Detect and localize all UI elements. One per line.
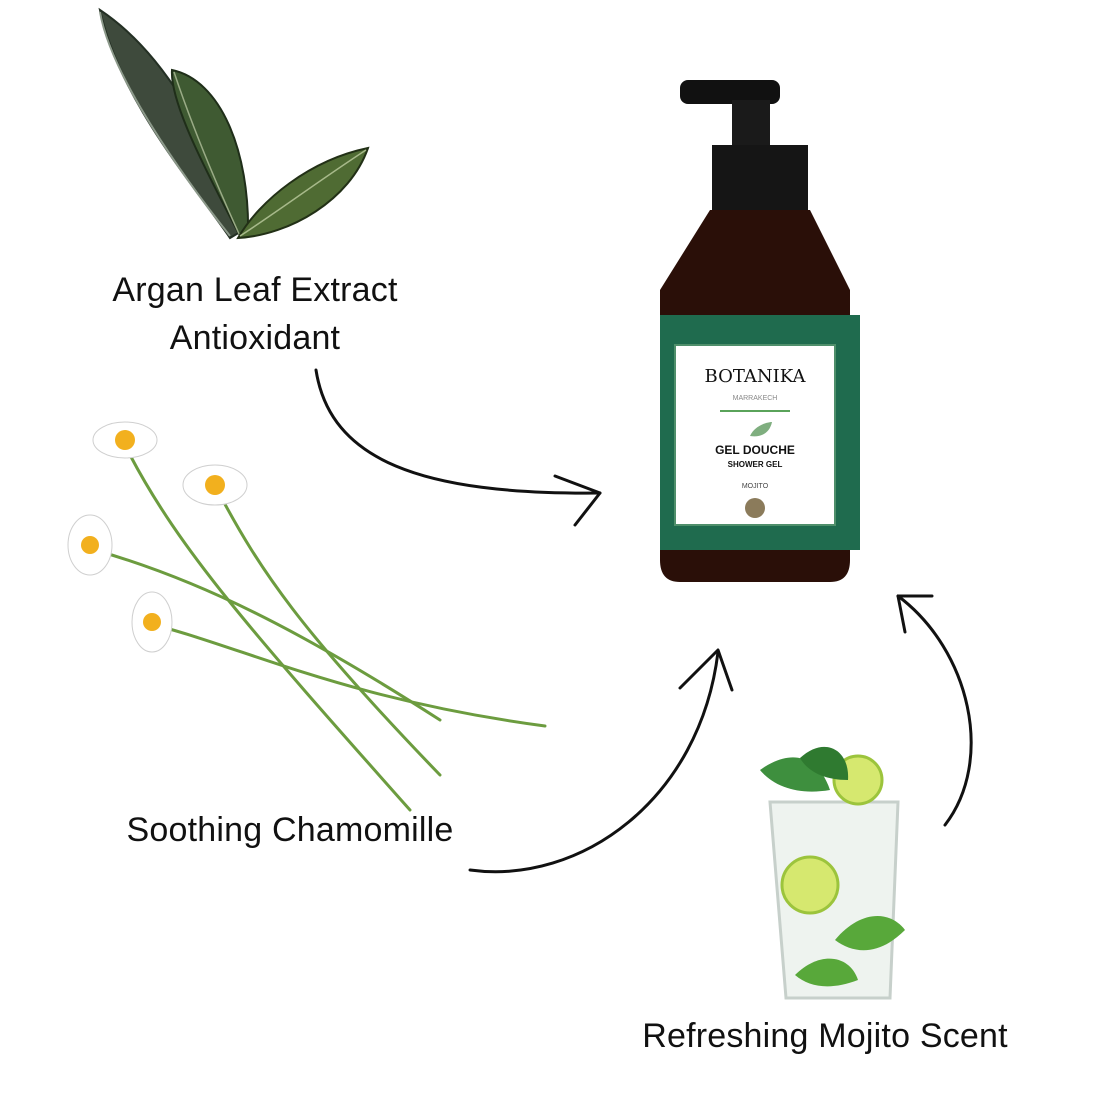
arrow-icon: [468, 650, 720, 874]
arrow-icon: [314, 368, 602, 495]
chamomile-flower-icon: [67, 421, 547, 812]
mojito-glass-icon: [760, 746, 905, 1000]
brand-name: BOTANIKA: [705, 366, 807, 387]
mojito-label-line1: Refreshing Mojito Scent: [642, 1017, 1008, 1055]
arrow-icon: [896, 594, 973, 827]
argan-leaf-icon: [98, 7, 370, 240]
product-subtitle: SHOWER GEL: [728, 460, 783, 469]
arrow-icon: [678, 648, 734, 692]
product-variant: MOJITO: [742, 483, 769, 490]
brand-sub: MARRAKECH: [733, 395, 778, 402]
arrow-icon: [896, 594, 934, 634]
product-title: GEL DOUCHE: [715, 443, 795, 457]
flower-head: [67, 421, 248, 653]
chamomile-label-line1: Soothing Chamomille: [126, 811, 454, 849]
mojito-label: Refreshing Mojito Scent: [610, 1012, 1040, 1060]
product-bottle: BOTANIKA MARRAKECH GEL DOUCHE SHOWER GEL…: [660, 80, 860, 582]
argan-label: Argan Leaf Extract Antioxidant: [80, 266, 430, 362]
arrow-icon: [553, 474, 602, 527]
argan-label-line2: Antioxidant: [169, 319, 341, 357]
argan-label-line1: Argan Leaf Extract: [112, 271, 398, 309]
chamomile-label: Soothing Chamomille: [100, 806, 480, 854]
